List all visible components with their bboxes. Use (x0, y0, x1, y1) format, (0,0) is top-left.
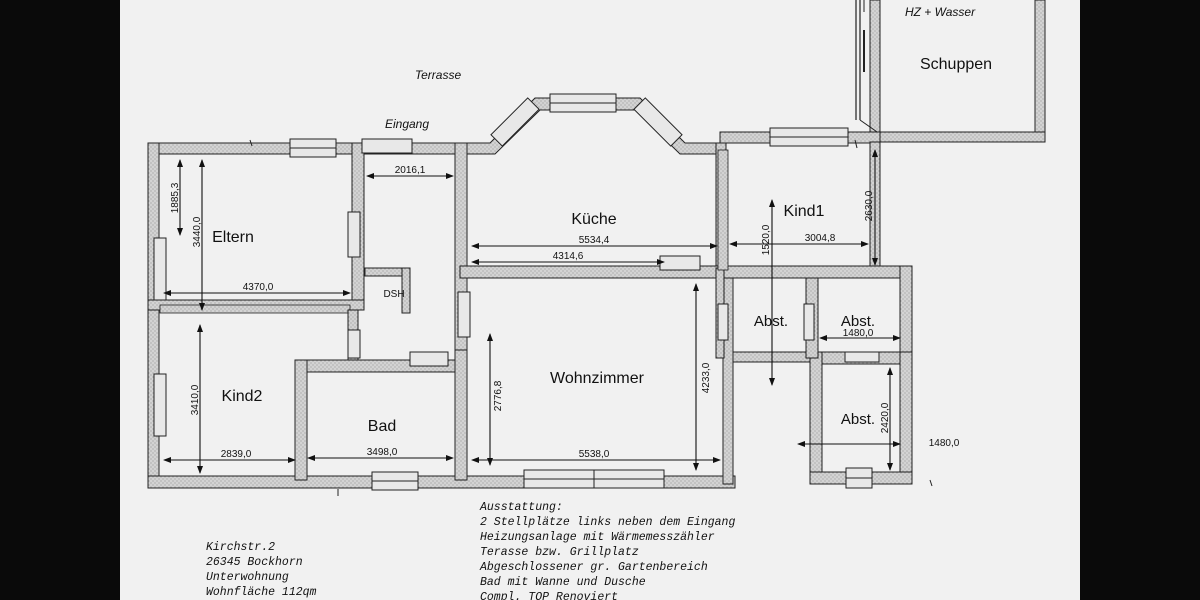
dim-1480-b: 1480,0 (929, 438, 960, 449)
room-labels: Eltern Küche Kind1 Kind2 Bad Wohnzimmer … (212, 56, 992, 435)
room-kind2: Kind2 (222, 388, 263, 405)
room-eltern: Eltern (212, 229, 254, 246)
floor-plan: Eltern Küche Kind1 Kind2 Bad Wohnzimmer … (147, 0, 1046, 496)
dim-2420: 2420,0 (880, 402, 891, 433)
dim-2839: 2839,0 (221, 449, 252, 460)
bay-windows (490, 97, 683, 147)
label-terrasse: Terrasse (415, 68, 462, 82)
dimension-values: 1885,3 3440,0 4370,0 2016,1 5534,4 4314,… (170, 165, 960, 460)
feature-item: Abgeschlossener gr. Gartenbereich (480, 561, 708, 574)
dim-2776: 2776,8 (493, 380, 504, 411)
dim-4370: 4370,0 (243, 282, 274, 293)
feature-item: Heizungsanlage mit Wärmemesszähler (480, 531, 715, 544)
room-abst-1: Abst. (754, 313, 788, 330)
address-street: Kirchstr.2 (206, 541, 276, 554)
dim-5538: 5538,0 (579, 449, 610, 460)
room-kind1: Kind1 (784, 203, 825, 220)
features-title: Ausstattung: (480, 501, 563, 514)
floor-plan-screen: Eltern Küche Kind1 Kind2 Bad Wohnzimmer … (120, 0, 1080, 600)
dim-3440: 3440,0 (192, 216, 203, 247)
feature-item: Bad mit Wanne und Dusche (480, 576, 646, 589)
dim-2016: 2016,1 (395, 165, 426, 176)
address-city: 26345 Bockhorn (206, 556, 303, 569)
monitor-bezel-left (0, 0, 120, 600)
label-dsh: DSH (383, 289, 404, 300)
room-abst-2: Abst. (841, 313, 875, 330)
room-kueche: Küche (571, 211, 616, 228)
feature-item: 2 Stellplätze links neben dem Eingang (480, 516, 736, 529)
address-unit: Unterwohnung (206, 571, 289, 584)
dim-4314: 4314,6 (553, 251, 584, 262)
features-block: Ausstattung: 2 Stellplätze links neben d… (480, 500, 735, 600)
dimension-lines (163, 149, 901, 474)
feature-item: Compl. TOP Renoviert (480, 591, 619, 600)
monitor-bezel-right (1080, 0, 1200, 600)
dim-2630: 2630,0 (864, 190, 875, 221)
address-area: Wohnfläche 112qm (206, 586, 317, 599)
dim-1520: 1520,0 (761, 224, 772, 255)
windows (153, 93, 880, 491)
features-list: 2 Stellplätze links neben dem Eingang He… (480, 515, 735, 600)
dim-5534: 5534,4 (579, 235, 610, 246)
room-wohnzimmer: Wohnzimmer (550, 370, 645, 387)
outdoor-labels: HZ + Wasser Terrasse Eingang DSH (383, 5, 976, 300)
dim-3410: 3410,0 (190, 384, 201, 415)
door-swings (249, 139, 933, 496)
feature-item: Terasse bzw. Grillplatz (480, 546, 639, 559)
room-bad: Bad (368, 418, 396, 435)
address-block: Kirchstr.2 26345 Bockhorn Unterwohnung W… (206, 540, 316, 600)
dim-1480-a: 1480,0 (843, 328, 874, 339)
dim-3004: 3004,8 (805, 233, 836, 244)
label-eingang: Eingang (385, 117, 429, 131)
room-abst-3: Abst. (841, 411, 875, 428)
dim-4233: 4233,0 (701, 362, 712, 393)
dim-1885: 1885,3 (170, 182, 181, 213)
dim-3498: 3498,0 (367, 447, 398, 458)
room-schuppen: Schuppen (920, 56, 992, 73)
label-hz-wasser: HZ + Wasser (905, 5, 976, 19)
